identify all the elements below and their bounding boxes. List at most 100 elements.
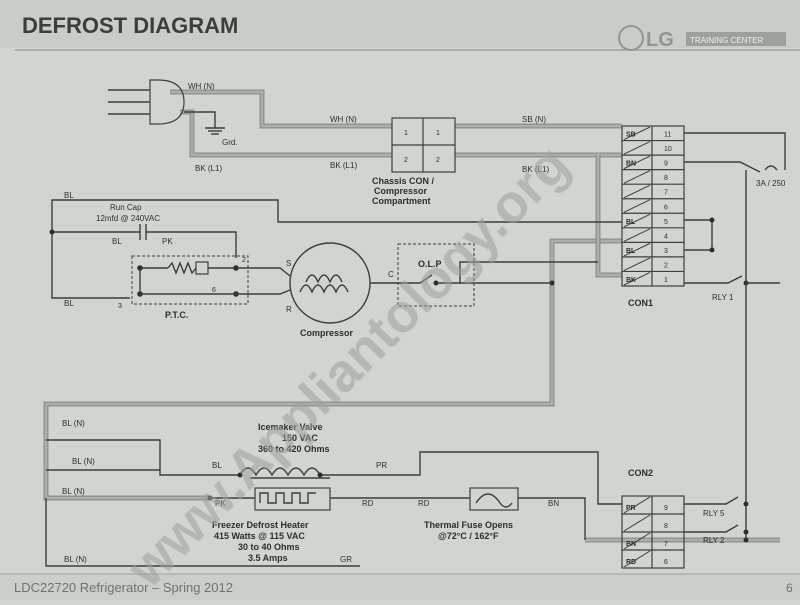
con1-outputs [684,132,786,543]
run-cap-line1: Run Cap [110,203,142,212]
icemaker-line2: 150 VAC [282,433,318,443]
compressor-circuit [49,199,622,324]
con2-pin-9: 9 [664,505,668,512]
heater-line1: Freezer Defrost Heater [212,520,309,530]
bottom-wire-gr: GR [340,555,352,564]
defrost-heater-branch [207,487,586,540]
plug-wire-bk: BK (L1) [195,164,222,173]
con1-wire-color-8: BL [626,248,636,255]
chassis-wire-wh: WH (N) [330,115,357,124]
chassis-pin-1b: 1 [436,130,440,137]
thermal-fuse-line1: Thermal Fuse Opens [424,520,513,530]
chassis-pin-2b: 2 [436,157,440,164]
heater-line4: 3.5 Amps [248,553,288,563]
con1-pin-7: 7 [664,190,668,197]
icemaker-wire-bl: BL (N) [62,419,85,428]
icemaker-coil [239,467,321,477]
con1-wire-color-2: BN [626,161,636,168]
ground-lead [184,111,216,128]
slide-title: DEFROST DIAGRAM [22,13,238,38]
rly5-switch [684,496,739,505]
chassis-label-1: Chassis CON / [372,176,435,186]
con1-label: CON1 [628,298,653,308]
heater-wire-rd2: RD [418,499,430,508]
plug-ground-label: Grd. [222,138,238,147]
con1-wire-color-6: BL [626,219,636,226]
chassis-out-sb: SB (N) [522,115,546,124]
lg-logo-tag-bg [686,32,786,46]
con2-pin-7: 7 [664,541,668,548]
header-band [0,0,800,48]
con1-pin-2: 2 [664,262,668,269]
fuse-label: 3A / 250 [756,179,786,188]
wire-bl-top [51,199,622,299]
con1-pin-6: 6 [664,204,668,211]
lg-logo: LG TRAINING CENTER [618,25,786,51]
compressor-r: R [286,305,292,314]
heater-wire-rd1: RD [362,499,374,508]
wire-cap-right [146,231,237,258]
thermal-fuse-element [475,493,513,508]
ptc-thermistor [167,261,197,275]
con2-wire-color-0: PR [626,505,636,512]
ptc-box [131,255,249,305]
rly5-label: RLY 5 [703,509,725,518]
con2-wire-color-3: RD [626,559,636,566]
ptc-wire-bl: BL [64,299,74,308]
chassis-connector: 1 1 2 2 [391,117,456,173]
power-plug [108,79,225,135]
con2-outputs [684,496,749,535]
chassis-label-3: Compartment [372,196,431,206]
chassis-pin-1a: 1 [404,130,408,137]
heater-wire-pk: PK [215,499,226,508]
con1-pin-4: 4 [664,233,668,240]
con1-pin-10: 10 [664,146,672,153]
bottom-wire-bl: BL (N) [64,555,87,564]
lg-logo-text: LG [646,29,674,51]
fuse-symbol [764,165,778,171]
branch2-wire-bl: BL (N) [72,457,95,466]
olp-switch [398,274,433,284]
con1-wire-color-10: BK [626,277,636,284]
thermal-fuse-wire-bn: BN [548,499,559,508]
olp-label: O.L.P [418,259,442,269]
compressor-label: Compressor [300,328,354,338]
lg-logo-tag: TRAINING CENTER [690,36,764,45]
con1-pin-3: 3 [664,248,668,255]
thermal-fuse-box [469,487,519,511]
compressor-winding [299,284,349,294]
ptc-label: P.T.C. [165,310,188,320]
lg-logo-circle [618,25,644,51]
con2-pin-6: 6 [664,559,668,566]
ptc-pin-2: 2 [242,257,246,264]
chassis-label-2: Compressor [374,186,428,196]
icemaker-line1: Icemaker Valve [258,422,323,432]
compressor-s: S [286,259,291,268]
olp-box [397,243,475,307]
footer-text: LDC22720 Refrigerator – Spring 2012 [14,580,233,595]
con2-pin-8: 8 [664,523,668,530]
rly2-label: RLY 2 [703,536,725,545]
icemaker-line3: 360 to 420 Ohms [258,444,330,454]
ptc-pin-3: 3 [118,303,122,310]
wire-ptc-s [236,267,291,277]
wire-olp-out [436,261,598,284]
ptc-pin-6: 6 [212,287,216,294]
con2-wire-color-2: BN [626,541,636,548]
chassis-wire-bk: BK (L1) [330,161,357,170]
plug-wire-wh: WH (N) [188,82,215,91]
icemaker-branch [46,439,622,505]
con1-pin-11: 11 [664,132,671,139]
defrost-heater-element [259,492,316,504]
plug-body [149,79,185,125]
rly1-label: RLY 1 [712,293,734,302]
con1-body [621,125,685,287]
con1-pin-1: 1 [664,277,668,284]
page-number: 6 [786,581,793,595]
run-cap-wire-bl: BL [112,237,122,246]
heater-wire-bl: BL (N) [62,487,85,496]
heater-line2: 415 Watts @ 115 VAC [214,531,305,541]
con1-pin-8: 8 [664,175,668,182]
